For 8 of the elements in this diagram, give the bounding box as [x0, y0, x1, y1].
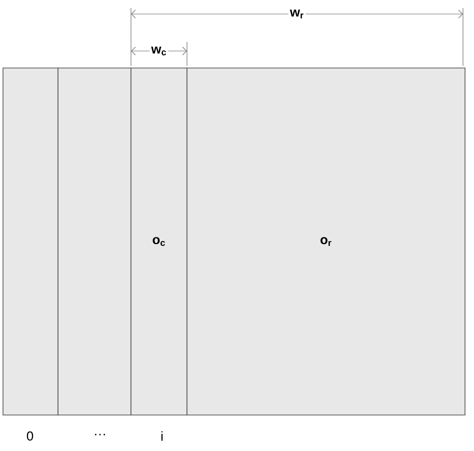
column-box [2, 68, 58, 416]
index-label: ··· [95, 434, 105, 436]
dimension-label: w$_{r}$ [288, 8, 306, 20]
index-label: 0 [26, 431, 34, 441]
column-region: o$_{c}$ [130, 68, 188, 416]
index-label: i [161, 431, 163, 441]
dimension-label: w$_{c}$ [150, 45, 168, 57]
column-box [58, 68, 132, 416]
